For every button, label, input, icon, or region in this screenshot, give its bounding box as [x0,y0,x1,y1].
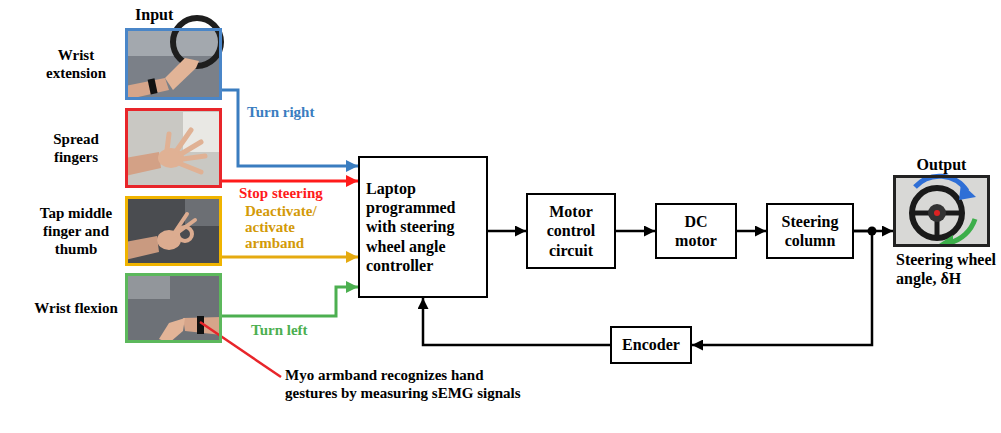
box-label: Encoder [622,335,680,354]
gesture-label: Tap middle finger and thumb [34,204,118,258]
fingers [173,214,195,236]
hub-badge [934,210,940,216]
wrist-extension-photo [125,18,222,100]
box-label: Steering column [774,212,846,250]
photo-ground [893,175,990,247]
hand [165,58,199,90]
hand [159,318,185,343]
gesture-label: Wrist extension [34,46,118,82]
signal-arrow [222,287,358,316]
console [125,273,170,299]
photo-ground [125,196,222,266]
turn-right-arc [915,176,967,191]
gesture-label: Wrist flexion [34,299,118,317]
process-box: DC motor [655,203,737,259]
gesture-photo: Wrist flexion [125,273,222,343]
signal-arrow [737,230,766,233]
signal-arrow [222,90,358,166]
wrist-flexion-photo [125,273,222,343]
photo-ground [125,273,222,343]
photo-ground [125,108,222,188]
annotation-note: Myo armband recognizes hand gestures by … [285,366,535,402]
gesture-photo: Spread fingers [125,108,222,188]
edge-label: Deactivate/ activate armband [244,203,341,251]
turn-right-head [959,183,976,200]
gesture-photo: Tap middle finger and thumb [125,196,222,266]
signal-arrow [222,256,358,259]
forearm [125,152,161,176]
output-caption: Steering wheel angle, δH [896,250,996,288]
signal-arrow [222,180,358,183]
spread-fingers-photo [125,108,222,188]
signal-arrow [423,298,610,345]
edge-label: Turn left [250,322,309,338]
output-photo: OutputSteering wheel angle, δH [893,175,990,247]
process-box: Steering column [766,203,854,259]
tap-fingers-photo [125,196,222,266]
signal-arrow [616,230,655,233]
controller-box: Laptop programmed with steering wheel an… [358,156,488,298]
forearm [125,78,169,100]
forearm [125,236,159,260]
armband [148,78,158,94]
signal-arrow [488,230,526,233]
edge-label: Turn right [246,104,315,120]
output-heading: Output [896,155,987,174]
box-label: DC motor [663,212,729,250]
steering-wheel-photo [893,175,990,247]
steering-wheel [912,188,962,238]
steering-wheel [173,18,221,66]
section-heading: Input [135,5,215,24]
sensor-box: Encoder [610,326,692,363]
edge-label: Stop steering [238,185,324,201]
fingers [167,130,205,172]
gesture-photo: Wrist extension [125,28,222,100]
process-box: Motor control circuit [526,193,616,269]
gesture-label: Spread fingers [34,130,118,166]
wheel-hub [928,204,946,222]
box-label: Motor control circuit [534,202,608,260]
box-label: Laptop programmed with steering wheel an… [366,179,480,275]
